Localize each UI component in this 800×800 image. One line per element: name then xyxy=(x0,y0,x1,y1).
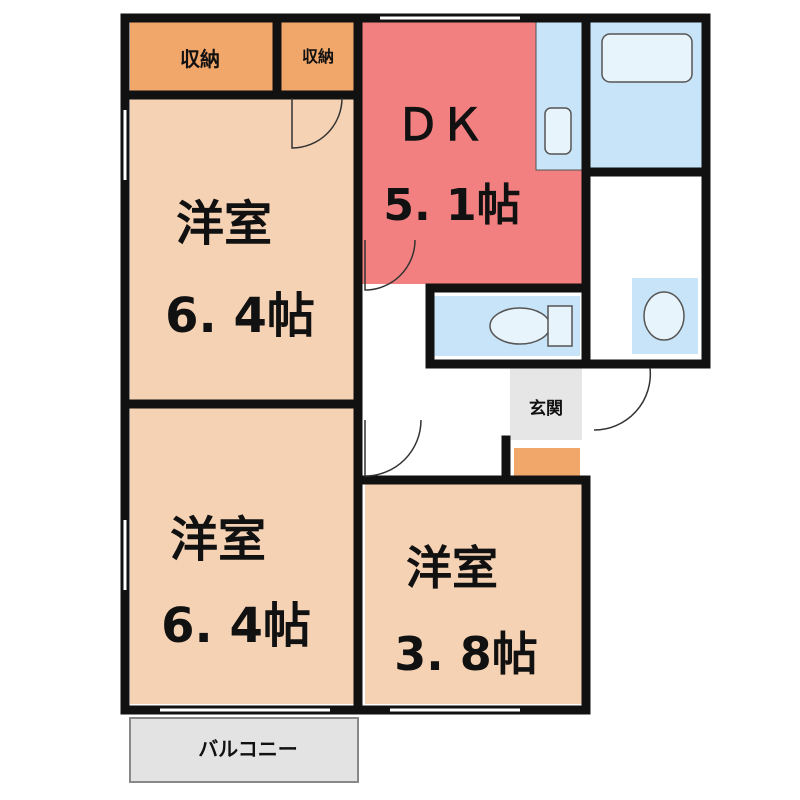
bathtub-icon xyxy=(601,33,693,83)
dk-name: ＤＫ xyxy=(396,100,484,151)
storage-left-label: 収納 xyxy=(180,47,220,71)
entrance-label: 玄関 xyxy=(529,398,563,419)
western-upper-size: 6. 4帖 xyxy=(165,288,315,344)
toilet-left-tank xyxy=(547,305,573,347)
toilet-left-icon xyxy=(489,307,551,345)
western-lower-size: 6. 4帖 xyxy=(161,598,311,654)
western-lower-fill xyxy=(130,408,355,704)
sink-icon xyxy=(544,107,572,155)
shoe-box-fill xyxy=(514,448,580,476)
western-small-fill xyxy=(365,484,582,704)
entrance-fill xyxy=(510,368,582,440)
dk-size: 5. 1帖 xyxy=(383,180,520,231)
balcony-label: バルコニー xyxy=(198,737,298,761)
balcony-fill xyxy=(129,717,359,783)
western-upper-fill xyxy=(130,98,355,400)
storage-left-fill xyxy=(130,22,273,92)
western-upper-name: 洋室 xyxy=(176,196,272,252)
western-small-name: 洋室 xyxy=(406,541,498,595)
storage-right-label: 収納 xyxy=(302,47,334,66)
storage-right-fill xyxy=(280,22,355,92)
windows xyxy=(123,16,520,712)
western-lower-name: 洋室 xyxy=(170,512,266,568)
western-small-size: 3. 8帖 xyxy=(394,627,538,681)
toilet-right-icon xyxy=(643,291,685,341)
door-swings xyxy=(291,97,652,477)
